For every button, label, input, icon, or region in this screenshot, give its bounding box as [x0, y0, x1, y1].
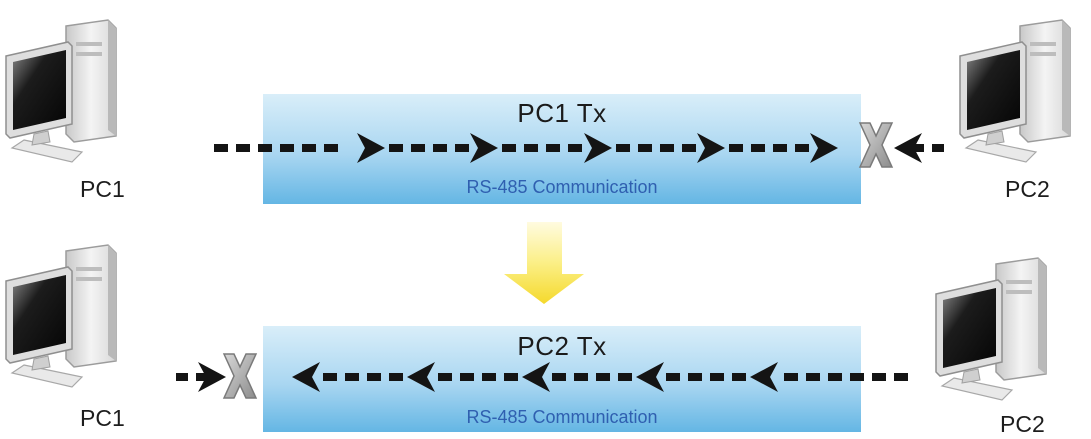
pc2-computer-icon [959, 19, 1071, 163]
signal-dash [433, 144, 447, 152]
signal-dash [682, 144, 696, 152]
blocked-x-icon [223, 353, 257, 399]
signal-dash [460, 373, 474, 381]
signal-dash [795, 144, 809, 152]
signal-dash [872, 373, 886, 381]
pc-label-left: PC1 [80, 176, 125, 202]
arrowhead-icon [407, 362, 435, 392]
pc1-computer-icon [5, 19, 117, 163]
pc-label-left: PC1 [80, 405, 125, 431]
signal-dash [389, 144, 403, 152]
signal-dash [524, 144, 538, 152]
row-pc2-tx [5, 244, 1047, 432]
signal-dash [773, 144, 787, 152]
arrowhead-icon [198, 362, 226, 392]
arrowhead-icon [697, 133, 725, 163]
signal-dash [196, 373, 208, 381]
signal-dash [666, 373, 680, 381]
signal-dash [345, 373, 359, 381]
signal-dash [710, 373, 724, 381]
arrowhead-icon [522, 362, 550, 392]
pc2-computer-icon [935, 257, 1047, 401]
pc-label-right: PC2 [1005, 176, 1050, 202]
pc-label-right: PC2 [1000, 411, 1045, 437]
signal-dash [236, 144, 250, 152]
signal-dash [438, 373, 452, 381]
blocked-x-icon [859, 122, 893, 168]
arrowhead-icon [750, 362, 778, 392]
signal-dash [482, 373, 496, 381]
signal-dash [850, 373, 864, 381]
row-pc1-tx [5, 19, 1071, 204]
arrowhead-icon [357, 133, 385, 163]
signal-dash [411, 144, 425, 152]
signal-dash [616, 144, 630, 152]
signal-dash [894, 373, 908, 381]
arrowhead-icon [894, 133, 922, 163]
arrowhead-icon [810, 133, 838, 163]
panel-subtitle: RS-485 Communication [466, 177, 658, 197]
signal-dash [574, 373, 588, 381]
signal-dash [784, 373, 798, 381]
panel-subtitle: RS-485 Communication [466, 407, 658, 427]
panel-title: PC1 Tx [517, 98, 607, 128]
right-to-left-signal-arrows [176, 362, 908, 392]
arrowhead-icon [584, 133, 612, 163]
arrowhead-icon [636, 362, 664, 392]
signal-dash [932, 144, 944, 152]
signal-dash [324, 144, 338, 152]
pc1-computer-icon [5, 244, 117, 388]
signal-dash [323, 373, 337, 381]
left-to-right-signal-arrows [214, 133, 944, 163]
signal-dash [389, 373, 403, 381]
signal-dash [504, 373, 518, 381]
signal-dash [618, 373, 632, 381]
arrowhead-icon [470, 133, 498, 163]
panel-title: PC2 Tx [517, 331, 607, 361]
signal-dash [806, 373, 820, 381]
signal-dash [455, 144, 469, 152]
arrowhead-icon [292, 362, 320, 392]
signal-dash [729, 144, 743, 152]
signal-dash [828, 373, 842, 381]
signal-dash [912, 144, 924, 152]
signal-dash [258, 144, 272, 152]
signal-dash [552, 373, 566, 381]
signal-dash [546, 144, 560, 152]
down-arrow-icon [504, 222, 584, 304]
signal-dash [732, 373, 746, 381]
signal-dash [751, 144, 765, 152]
signal-dash [302, 144, 316, 152]
signal-dash [214, 144, 228, 152]
signal-dash [176, 373, 188, 381]
signal-dash [367, 373, 381, 381]
signal-dash [638, 144, 652, 152]
signal-dash [568, 144, 582, 152]
signal-dash [502, 144, 516, 152]
signal-dash [596, 373, 610, 381]
signal-dash [688, 373, 702, 381]
signal-dash [660, 144, 674, 152]
signal-dash [280, 144, 294, 152]
